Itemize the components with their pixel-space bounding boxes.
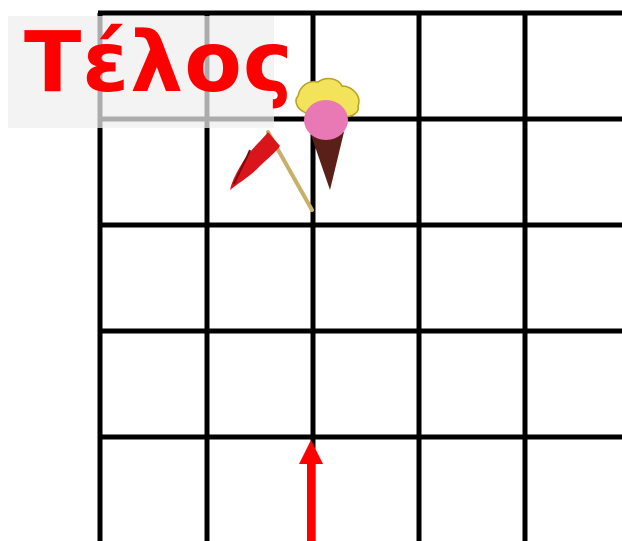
arrow-shaft: [307, 462, 315, 541]
arrow-head: [299, 440, 323, 464]
ice-cream-scoop: [304, 100, 348, 140]
flag-cloth: [230, 132, 280, 190]
red-flag-icon[interactable]: [230, 132, 312, 210]
ice-cream-cone-icon[interactable]: [296, 79, 359, 190]
ice-cream-cone: [310, 132, 344, 190]
up-arrow-icon: [299, 440, 323, 541]
